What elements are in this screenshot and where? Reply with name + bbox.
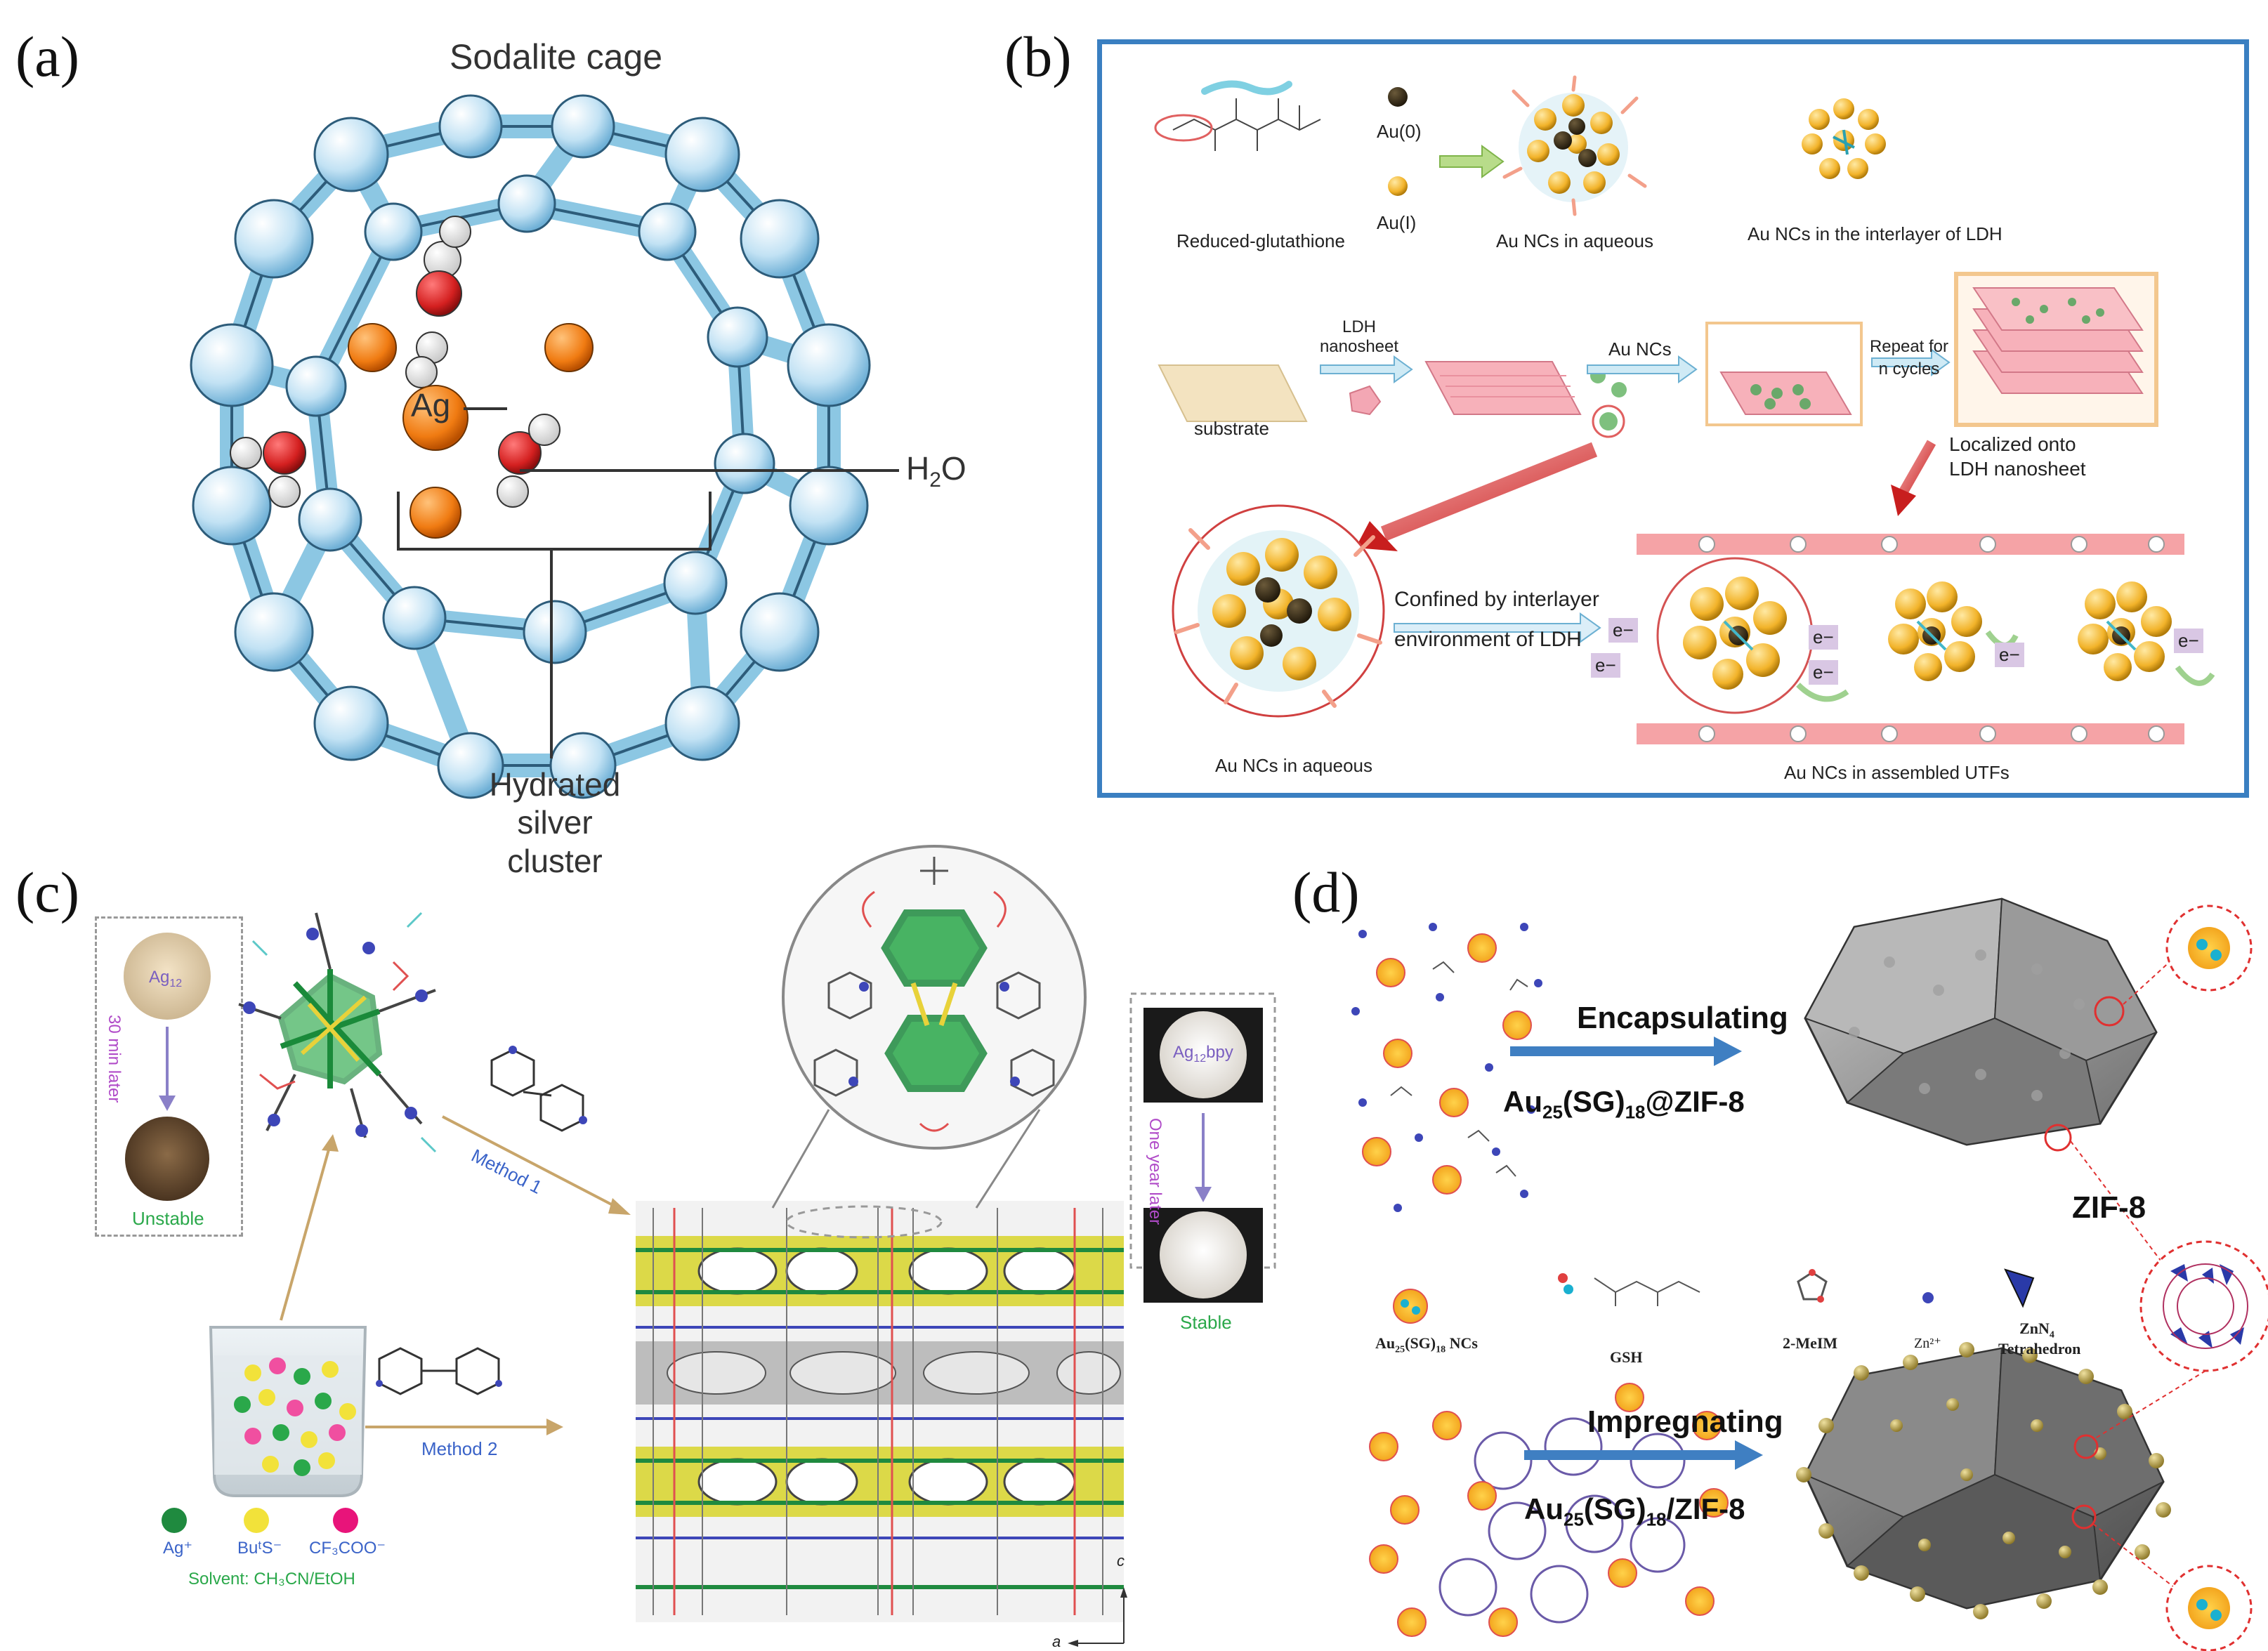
panel-b-scheme <box>1154 75 2215 744</box>
impregnating-label: Impregnating <box>1587 1405 1783 1439</box>
axis-a-label: a <box>1052 1633 1061 1650</box>
legend-2meim: 2-MeIM <box>1783 1334 1838 1352</box>
unstable-label: Unstable <box>132 1208 204 1229</box>
electron-tag: e− <box>2174 629 2203 653</box>
legend-cf3coo: CF₃COO⁻ <box>309 1539 386 1558</box>
sodalite-cage-illustration <box>190 94 871 799</box>
panel-d-label: (d) <box>1292 860 1360 924</box>
electron-tag: e− <box>1591 653 1620 678</box>
legend-gsh: GSH <box>1610 1348 1643 1366</box>
legend-au-ncs: Au25(SG)18 NCs <box>1375 1334 1478 1355</box>
panel-d: (d) <box>1292 843 2268 1651</box>
label-au-ncs-assembled: Au NCs in assembled UTFs <box>1784 762 2010 783</box>
encapsulated-formula: Au25(SG)18@ZIF-8 <box>1503 1085 1745 1123</box>
zif8-label: ZIF-8 <box>2072 1190 2146 1225</box>
panel-c-label: (c) <box>15 860 80 924</box>
method2-label: Method 2 <box>421 1438 498 1459</box>
unstable-box <box>95 916 243 1237</box>
label-au1: Au(I) <box>1377 212 1417 233</box>
label-substrate: substrate <box>1194 418 1269 439</box>
label-au-ncs-aqueous-top: Au NCs in aqueous <box>1496 230 1654 251</box>
panel-b-label: (b) <box>1004 25 1072 88</box>
ag-label: Ag <box>411 387 451 423</box>
cluster-leader-line <box>550 548 553 758</box>
ag12bpy-label: Ag12bpy <box>1173 1043 1233 1065</box>
thirty-min-label: 30 min later <box>105 1015 124 1103</box>
label-au-ncs-arrow: Au NCs <box>1608 338 1672 360</box>
electron-tag: e− <box>1809 660 1838 685</box>
panel-c-scheme <box>124 845 1276 1647</box>
label-ldh-nanosheet: LDH nanosheet <box>1319 317 1399 356</box>
panel-b-frame <box>1097 39 2249 798</box>
hydrated-cluster-label: Hydrated silver cluster <box>489 766 621 879</box>
panel-c: (c) <box>0 843 1292 1651</box>
stable-label: Stable <box>1180 1312 1232 1333</box>
label-reduced-glutathione: Reduced-glutathione <box>1176 230 1345 251</box>
ag12-powder-label: Ag12 <box>149 968 183 989</box>
label-repeat: Repeat for n cycles <box>1869 337 1949 379</box>
label-localized: Localized onto LDH nanosheet <box>1949 433 2086 480</box>
legend-zn: Zn²⁺ <box>1914 1336 1941 1351</box>
label-au0: Au(0) <box>1377 121 1422 142</box>
encapsulating-label: Encapsulating <box>1577 1001 1788 1035</box>
legend-ag: Ag⁺ <box>163 1539 193 1558</box>
impregnated-formula: Au25(SG)18/ZIF-8 <box>1524 1492 1745 1530</box>
solvent-label: Solvent: CH₃CN/EtOH <box>188 1570 355 1588</box>
sodalite-cage-title: Sodalite cage <box>450 37 663 77</box>
cluster-bracket <box>397 492 712 551</box>
one-year-label: One year later <box>1146 1118 1165 1225</box>
panel-a: (a) Sodalite cage <box>0 0 1096 879</box>
h2o-label: H2O <box>906 450 966 492</box>
panel-d-scheme <box>1351 897 2268 1651</box>
electron-tag: e− <box>1608 618 1638 643</box>
electron-tag: e− <box>1809 625 1838 650</box>
ag-leader-line <box>464 407 507 410</box>
panel-b: (b) <box>1004 0 2268 843</box>
label-au-ncs-interlayer: Au NCs in the interlayer of LDH <box>1748 223 2002 244</box>
label-confined: Confined by interlayer environment of LD… <box>1394 588 1599 651</box>
axis-c-label: c <box>1117 1552 1125 1570</box>
panel-a-label: (a) <box>15 25 80 88</box>
legend-znn4: ZnN4 Tetrahedron <box>1998 1320 2081 1357</box>
electron-tag: e− <box>1995 643 2024 667</box>
h2o-leader-line <box>520 469 899 472</box>
label-au-ncs-aqueous-bottom: Au NCs in aqueous <box>1215 755 1373 776</box>
legend-bus: BuᵗS⁻ <box>237 1539 282 1558</box>
